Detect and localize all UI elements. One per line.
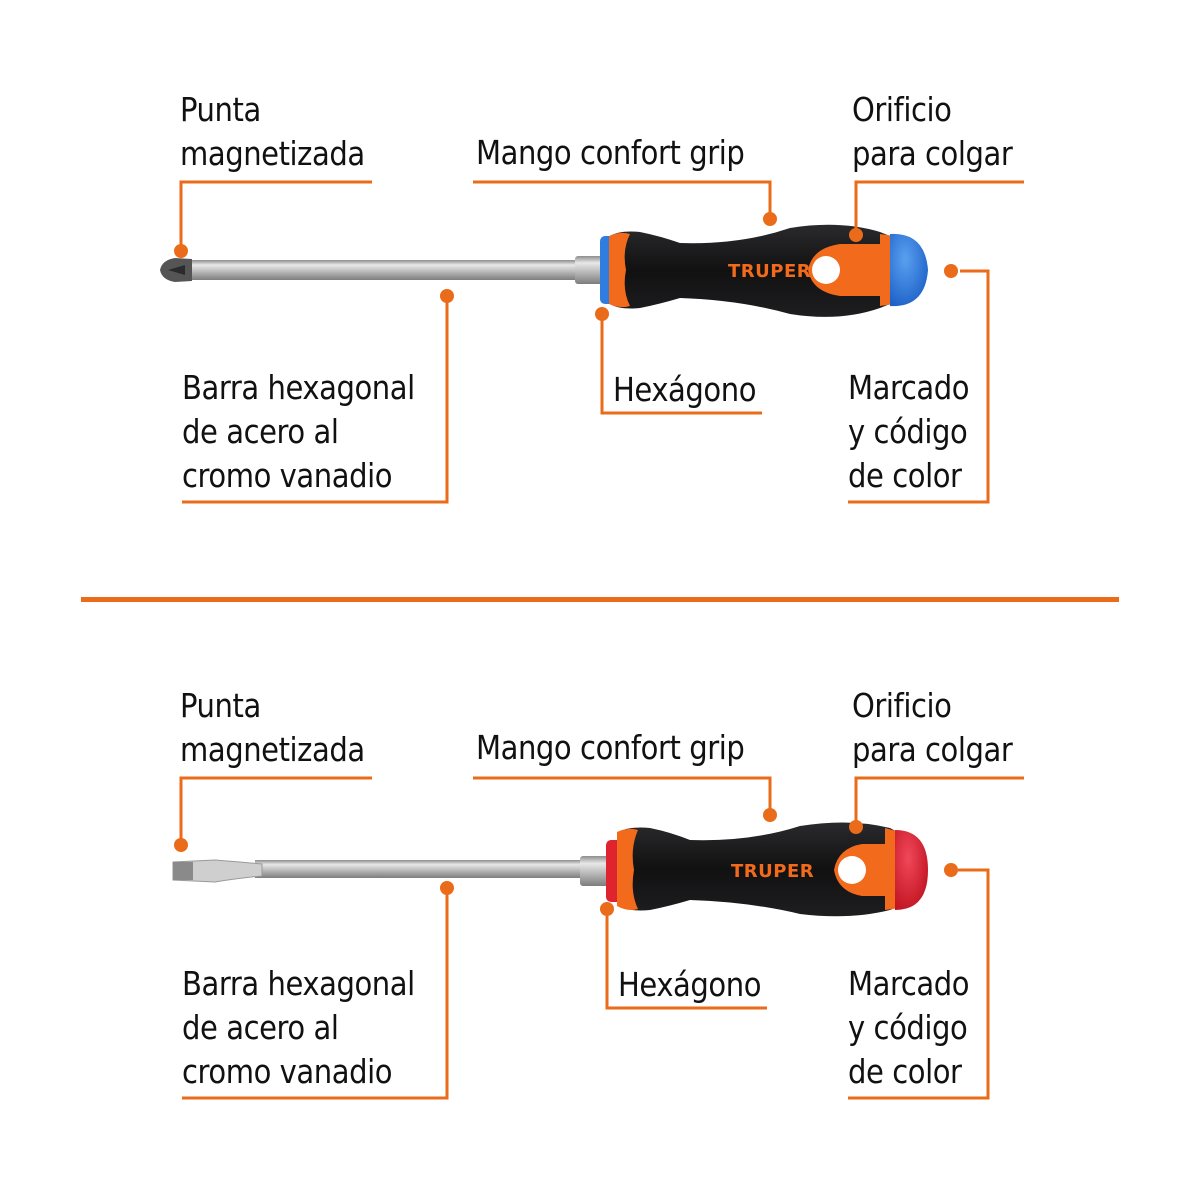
brand-logo: TRUPER [728,261,811,282]
phillips-screwdriver-illustration: TRUPER [160,180,1024,504]
color-code-cap [890,233,928,307]
label-barra-hexagonal: Barra hexagonal de acero al cromo vanadi… [182,964,415,1091]
label-orificio-para-colgar: Orificio para colgar [852,90,1013,173]
section-divider [81,597,1119,602]
hex-shaft [255,860,585,878]
handle-body [618,822,905,917]
hanging-hole [812,256,840,284]
label-marcado-codigo-color: Marcado y código de color [848,964,970,1091]
hex-bolster [575,256,603,284]
label-barra-hexagonal: Barra hexagonal de acero al cromo vanadi… [182,368,415,495]
brand-logo: TRUPER [731,861,814,882]
label-mango-confort-grip: Mango confort grip [476,728,745,767]
hex-shaft [185,260,580,280]
color-code-cap [895,830,928,910]
hanging-hole [838,856,866,884]
callout-lines [179,180,1024,504]
callout-dots [174,212,958,321]
label-mango-confort-grip: Mango confort grip [476,133,745,172]
hex-bolster [580,856,610,886]
slotted-screwdriver-illustration: TRUPER [172,776,1024,1100]
label-marcado-codigo-color: Marcado y código de color [848,368,970,495]
label-punta-magnetizada: Punta magnetizada [180,90,365,173]
label-orificio-para-colgar: Orificio para colgar [852,686,1013,769]
slotted-tip [172,859,263,883]
label-punta-magnetizada: Punta magnetizada [180,686,365,769]
callout-lines [179,776,1024,1100]
label-hexagono: Hexágono [618,965,762,1004]
callout-dots [174,808,958,916]
label-hexagono: Hexágono [613,370,757,409]
